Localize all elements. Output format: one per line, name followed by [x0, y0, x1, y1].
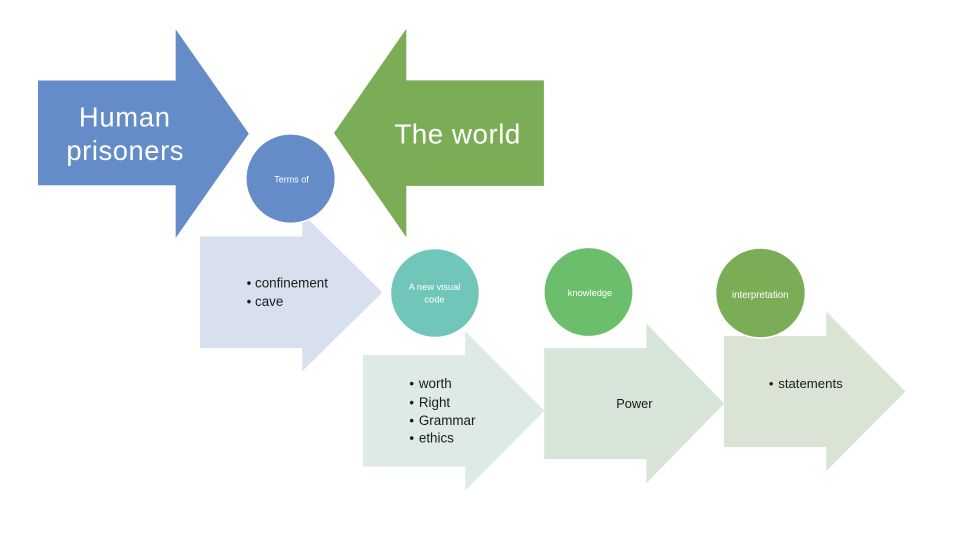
svg-text:prisoners: prisoners — [66, 135, 184, 166]
svg-text:Power: Power — [616, 396, 653, 411]
svg-text:•worth: •worth — [409, 376, 451, 391]
svg-text:A new visual: A new visual — [409, 282, 461, 292]
svg-text:•statements: •statements — [769, 376, 843, 391]
svg-text:•ethics: •ethics — [409, 431, 454, 446]
svg-text:• confinement: • confinement — [247, 275, 329, 290]
svg-text:code: code — [424, 295, 444, 305]
svg-text:•Right: •Right — [409, 395, 450, 410]
svg-text:Human: Human — [79, 102, 171, 133]
svg-text:knowledge: knowledge — [568, 288, 612, 298]
svg-text:The world: The world — [394, 118, 521, 149]
svg-text:Terms of: Terms of — [274, 174, 309, 184]
svg-text:• cave: • cave — [247, 294, 284, 309]
svg-text:•Grammar: •Grammar — [409, 413, 476, 428]
svg-text:interpretation: interpretation — [732, 290, 789, 301]
